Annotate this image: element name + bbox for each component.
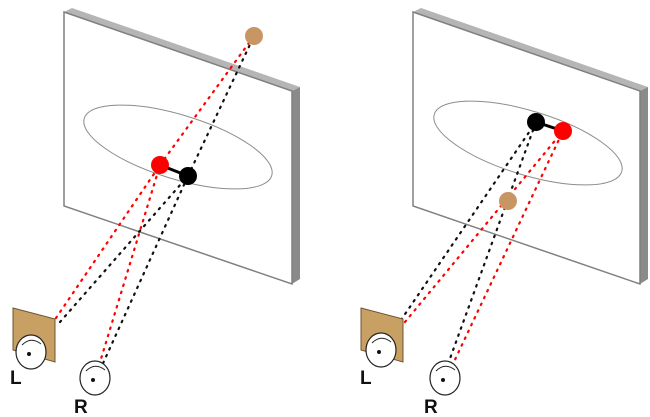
left-panel-right-eye-pupil	[91, 378, 95, 382]
left-panel: L R	[10, 8, 300, 417]
left-panel-left-eye-pupil	[27, 352, 31, 356]
right-red-sightline-R-eye	[450, 129, 565, 368]
right-panel-R-label: R	[424, 397, 438, 417]
left-red-ball	[151, 156, 169, 174]
right-screen-face	[412, 10, 641, 286]
right-tan-ball	[499, 192, 517, 210]
left-red-sightline-L-eye	[54, 163, 162, 320]
right-screen-side-edge	[640, 87, 648, 284]
right-panel-right-eye-lid	[435, 365, 456, 372]
right-screen	[412, 8, 648, 286]
right-panel-L-label: L	[360, 368, 372, 389]
left-screen-top-edge	[64, 8, 300, 91]
left-panel-left-eye	[15, 334, 47, 370]
right-red-ball	[554, 122, 572, 140]
left-panel-left-eye-lid	[21, 339, 42, 346]
left-red-sightline-R-eye	[95, 163, 162, 374]
right-screen-top-edge	[413, 8, 648, 91]
left-tan-sightline-upper-black	[186, 34, 256, 178]
left-orbit-ellipse	[83, 104, 273, 190]
left-sight-lines	[54, 34, 256, 374]
right-panel-left-eye	[365, 332, 397, 368]
left-black-ball	[179, 167, 197, 185]
right-black-sightline-R-eye	[446, 120, 538, 366]
right-panel-left-eye-lid	[371, 337, 392, 344]
right-sight-lines	[399, 120, 565, 368]
left-screen-side-edge	[292, 87, 300, 284]
right-panel: L R	[360, 8, 648, 417]
right-orbit-ellipse	[433, 100, 623, 186]
left-screen-face	[63, 10, 293, 286]
left-screen	[63, 8, 300, 286]
left-tan-ball	[245, 27, 263, 45]
left-panel-L-label: L	[10, 368, 22, 389]
right-panel-right-eye	[429, 360, 461, 396]
left-black-sightline-L-eye	[58, 174, 190, 324]
right-panel-left-eye-pupil	[377, 350, 381, 354]
left-panel-R-label: R	[74, 397, 88, 417]
right-black-sightline-L-eye	[399, 120, 538, 322]
right-panel-right-eye-pupil	[441, 378, 445, 382]
left-panel-right-eye-lid	[85, 365, 106, 372]
right-black-ball	[527, 113, 545, 131]
left-panel-right-eye	[79, 360, 111, 396]
left-black-sightline-R-eye	[98, 174, 190, 372]
